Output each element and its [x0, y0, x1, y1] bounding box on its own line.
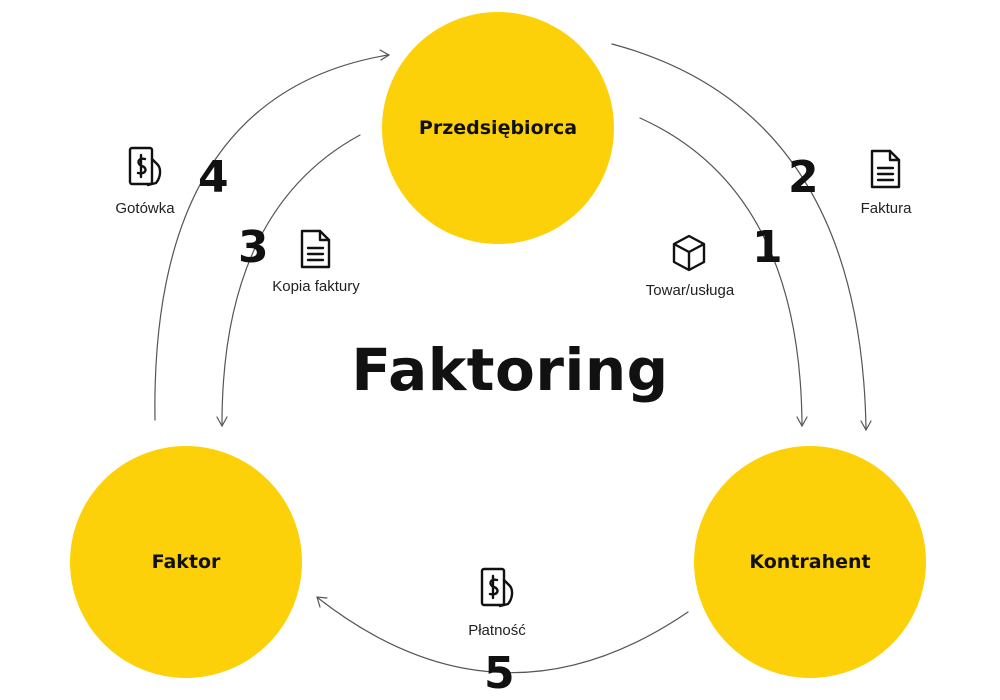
arrowhead-step-4 — [379, 49, 391, 61]
step-number-1: 1 — [752, 222, 783, 273]
step-number-3: 3 — [238, 222, 269, 273]
node-factor: Faktor — [70, 446, 302, 678]
arrow-step-3 — [221, 134, 361, 425]
cash-hand-icon — [478, 566, 516, 608]
document-icon — [296, 228, 334, 270]
arrowhead-step-3 — [216, 416, 228, 428]
step-label-4: Gotówka — [115, 200, 175, 217]
arrow-lines — [154, 43, 872, 674]
step-number-5: 5 — [484, 648, 515, 699]
cash-hand-icon — [126, 145, 164, 187]
step-label-3: Kopia faktury — [272, 278, 360, 295]
document-icon — [866, 148, 904, 190]
node-contractor-label: Kontrahent — [749, 551, 871, 573]
step-number-4: 4 — [198, 152, 229, 203]
node-entrepreneur: Przedsiębiorca — [382, 12, 614, 244]
step-number-2: 2 — [788, 152, 819, 203]
diagram-title: Faktoring — [351, 336, 669, 404]
arrowhead-step-2 — [860, 420, 872, 432]
step-label-2: Faktura — [860, 200, 912, 217]
node-entrepreneur-label: Przedsiębiorca — [418, 117, 578, 139]
arrowhead-step-1 — [796, 416, 808, 428]
box-icon — [670, 232, 708, 274]
node-contractor: Kontrahent — [694, 446, 926, 678]
arrow-step-5 — [317, 597, 689, 674]
step-label-5: Płatność — [468, 622, 526, 639]
arrowhead-step-5 — [316, 596, 328, 608]
arrow-step-2 — [611, 43, 867, 429]
node-factor-label: Faktor — [151, 551, 221, 573]
arrow-step-4 — [154, 54, 389, 421]
arrow-step-1 — [639, 117, 803, 425]
step-label-1: Towar/usługa — [645, 282, 735, 299]
